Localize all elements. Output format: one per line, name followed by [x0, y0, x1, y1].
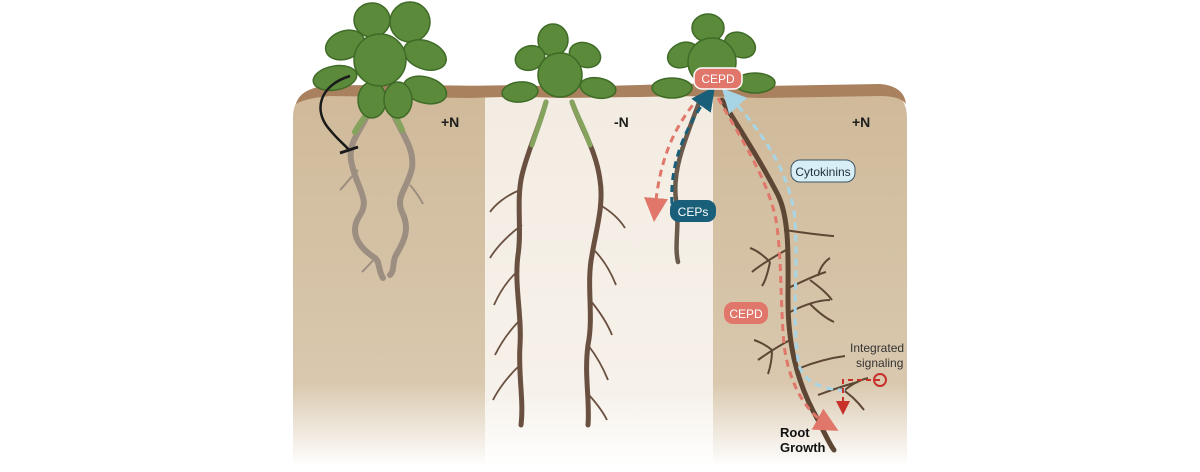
- integrated-signaling-marker: [873, 373, 887, 387]
- integrated-signaling-arrow: [836, 379, 880, 415]
- ceps-label: CEPs: [678, 205, 709, 219]
- inhibition-bar: [339, 145, 359, 155]
- cepd-root-label: CEPD: [729, 307, 763, 321]
- inhibition-arc: [319, 74, 351, 151]
- rosette-middle: [501, 23, 617, 103]
- cytokinins-badge: [790, 159, 856, 183]
- rosette-right: [651, 13, 776, 99]
- root-growth-label-line2: Growth: [780, 440, 826, 455]
- plant-right: CEPD Cytokinins CEPs CEPD Integrated sig…: [644, 13, 904, 455]
- plant-left: +N: [312, 1, 459, 281]
- root-growth-label-line1: Root: [780, 425, 810, 440]
- condition-middle-label: -N: [614, 114, 629, 130]
- rosette-left: [312, 1, 448, 119]
- condition-right-label: +N: [852, 114, 870, 130]
- integrated-signaling-label-line2: signaling: [856, 356, 903, 370]
- soil-background: [293, 83, 907, 467]
- cepd-arrow-right: [716, 97, 839, 431]
- cytokinin-arrow: [721, 88, 846, 392]
- integrated-signaling-label-line1: Integrated: [850, 341, 904, 355]
- cepd-arrow-left: [644, 95, 702, 222]
- cepd-root-badge: [724, 302, 768, 324]
- ceps-arrow: [670, 86, 715, 205]
- cytokinins-label: Cytokinins: [795, 165, 850, 179]
- cepd-shoot-label: CEPD: [701, 72, 735, 86]
- plant-middle: -N: [489, 23, 629, 428]
- cepd-shoot-badge: [693, 67, 743, 90]
- ceps-badge: [670, 200, 716, 222]
- condition-left-label: +N: [441, 114, 459, 130]
